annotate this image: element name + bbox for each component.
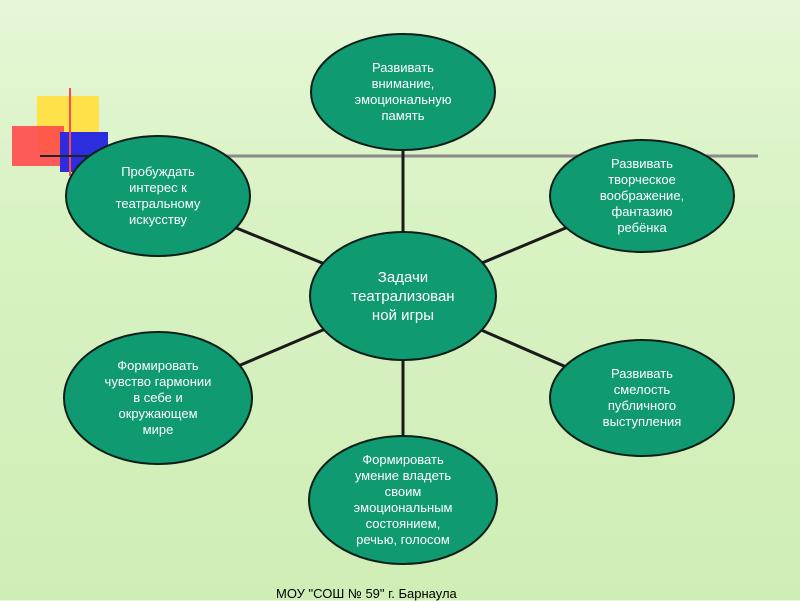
node-top-right-ellipse — [549, 139, 735, 253]
node-center-ellipse — [309, 231, 497, 361]
node-top-left-ellipse — [65, 135, 251, 257]
node-bottom-ellipse — [308, 435, 498, 565]
node-top-ellipse — [310, 33, 496, 151]
node-ellipses — [63, 33, 735, 565]
node-bottom-right-ellipse — [549, 339, 735, 457]
deco-red-square — [12, 126, 64, 166]
footer-school-name: МОУ "СОШ № 59" г. Барнаула — [276, 586, 457, 601]
node-bottom-left-ellipse — [63, 331, 253, 465]
